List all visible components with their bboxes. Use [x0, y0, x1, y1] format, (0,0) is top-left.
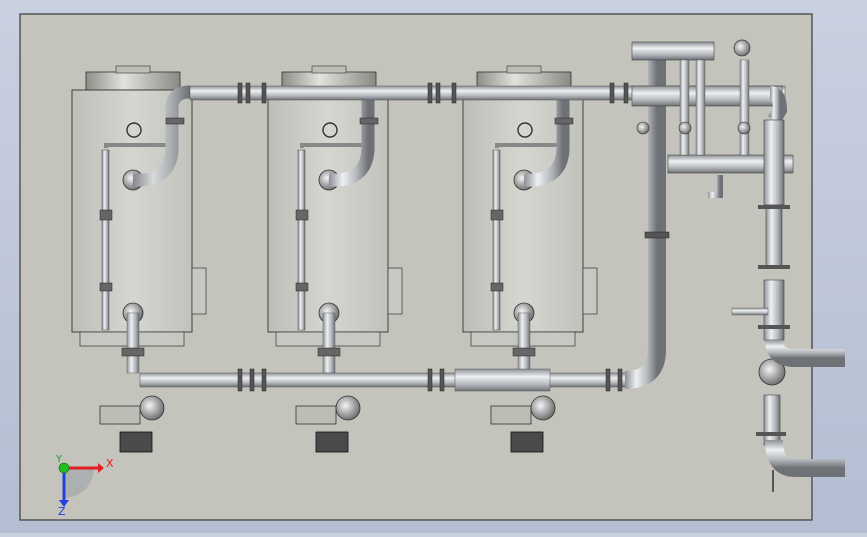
column-upper: [763, 119, 785, 206]
outlet-pipe: [517, 312, 531, 374]
tank-lid: [85, 71, 181, 91]
pipe-elbow: [132, 85, 191, 187]
column-flange: [758, 325, 790, 329]
column-top-elbow: [767, 86, 788, 124]
pump-motor: [119, 431, 153, 453]
triad-z-label: Z: [58, 505, 66, 518]
manifold-riser: [739, 59, 750, 156]
flange-pair: [295, 282, 309, 292]
tank-side-box: [191, 267, 207, 315]
triad-origin: [58, 462, 70, 474]
column-flange: [758, 265, 790, 269]
pipe-elbow: [523, 100, 570, 187]
pump-volute: [139, 395, 165, 421]
pipe-elbow: [328, 100, 375, 187]
triad-x-label: X: [106, 457, 114, 470]
pipe-elbow: [300, 143, 362, 148]
right-column[interactable]: [731, 86, 845, 492]
flange-pair: [121, 347, 145, 357]
column-filter: [765, 204, 783, 268]
tank-lid-cap: [115, 65, 151, 74]
header-flanges: [237, 82, 629, 104]
tank-unit-1[interactable]: [71, 65, 207, 453]
flange-pair: [490, 282, 504, 292]
manifold-riser: [695, 59, 706, 156]
outlet-elbow-lower: [765, 439, 845, 477]
pump-motor: [510, 431, 544, 453]
flange-pair: [554, 117, 574, 125]
outlet-pipe: [322, 312, 336, 374]
tank-lid-cap: [311, 65, 347, 74]
tank-side-box: [582, 267, 598, 315]
triad-y-label: Y: [55, 454, 63, 465]
pipe-elbow: [495, 143, 557, 148]
flange-pair: [99, 209, 113, 221]
riser-flange: [644, 231, 670, 239]
manifold-body: [631, 85, 783, 107]
column-flange: [758, 205, 790, 209]
manifold-branch: [667, 154, 794, 174]
pump-casing[interactable]: [99, 405, 141, 425]
valve-icon[interactable]: [636, 121, 650, 135]
sight-glass: [297, 149, 306, 331]
manifold-drain: [708, 175, 723, 198]
coordinate-triad[interactable]: X Y Z: [55, 454, 114, 518]
valve-handwheel-icon[interactable]: [322, 122, 338, 138]
manifold-riser: [679, 59, 690, 156]
bottom-header-enlarged: [454, 368, 551, 392]
outlet-pipe: [126, 312, 140, 374]
flange-pair: [490, 209, 504, 221]
manifold-header: [631, 41, 715, 61]
triad-x-arrow-icon: [98, 463, 104, 473]
pump-volute: [335, 395, 361, 421]
valve-icon[interactable]: [733, 39, 751, 57]
pipe-elbow: [104, 143, 166, 148]
return-riser-elbow: [624, 60, 666, 389]
triad-z-arrow-icon: [59, 500, 69, 507]
outlet-elbow-upper: [765, 339, 845, 367]
flange-pair: [165, 117, 185, 125]
flange-pair: [512, 347, 536, 357]
column-lower: [763, 394, 781, 446]
sight-glass: [492, 149, 501, 331]
pump-volute: [530, 395, 556, 421]
manifold-assembly[interactable]: [631, 39, 794, 198]
flange-pair: [317, 347, 341, 357]
valve-handwheel-icon[interactable]: [517, 122, 533, 138]
bottom-header-pipe: [139, 372, 631, 388]
pump-casing[interactable]: [295, 405, 337, 425]
bottom-flanges: [237, 368, 623, 392]
sight-glass: [101, 149, 110, 331]
column-flange: [756, 432, 786, 436]
valve-handwheel-icon[interactable]: [126, 122, 142, 138]
flange-pair: [99, 282, 113, 292]
valve-icon[interactable]: [678, 121, 692, 135]
triad-shadow: [64, 468, 94, 498]
valve-icon[interactable]: [737, 121, 751, 135]
flange-pair: [359, 117, 379, 125]
tank-lid-cap: [506, 65, 542, 74]
pump-casing[interactable]: [490, 405, 532, 425]
side-inlet-pipe: [731, 307, 769, 316]
pipe-elbow: [132, 85, 191, 187]
pump-motor: [315, 431, 349, 453]
flange-pair: [295, 209, 309, 221]
tank-side-box: [387, 267, 403, 315]
tank-unit-2[interactable]: [267, 65, 403, 453]
